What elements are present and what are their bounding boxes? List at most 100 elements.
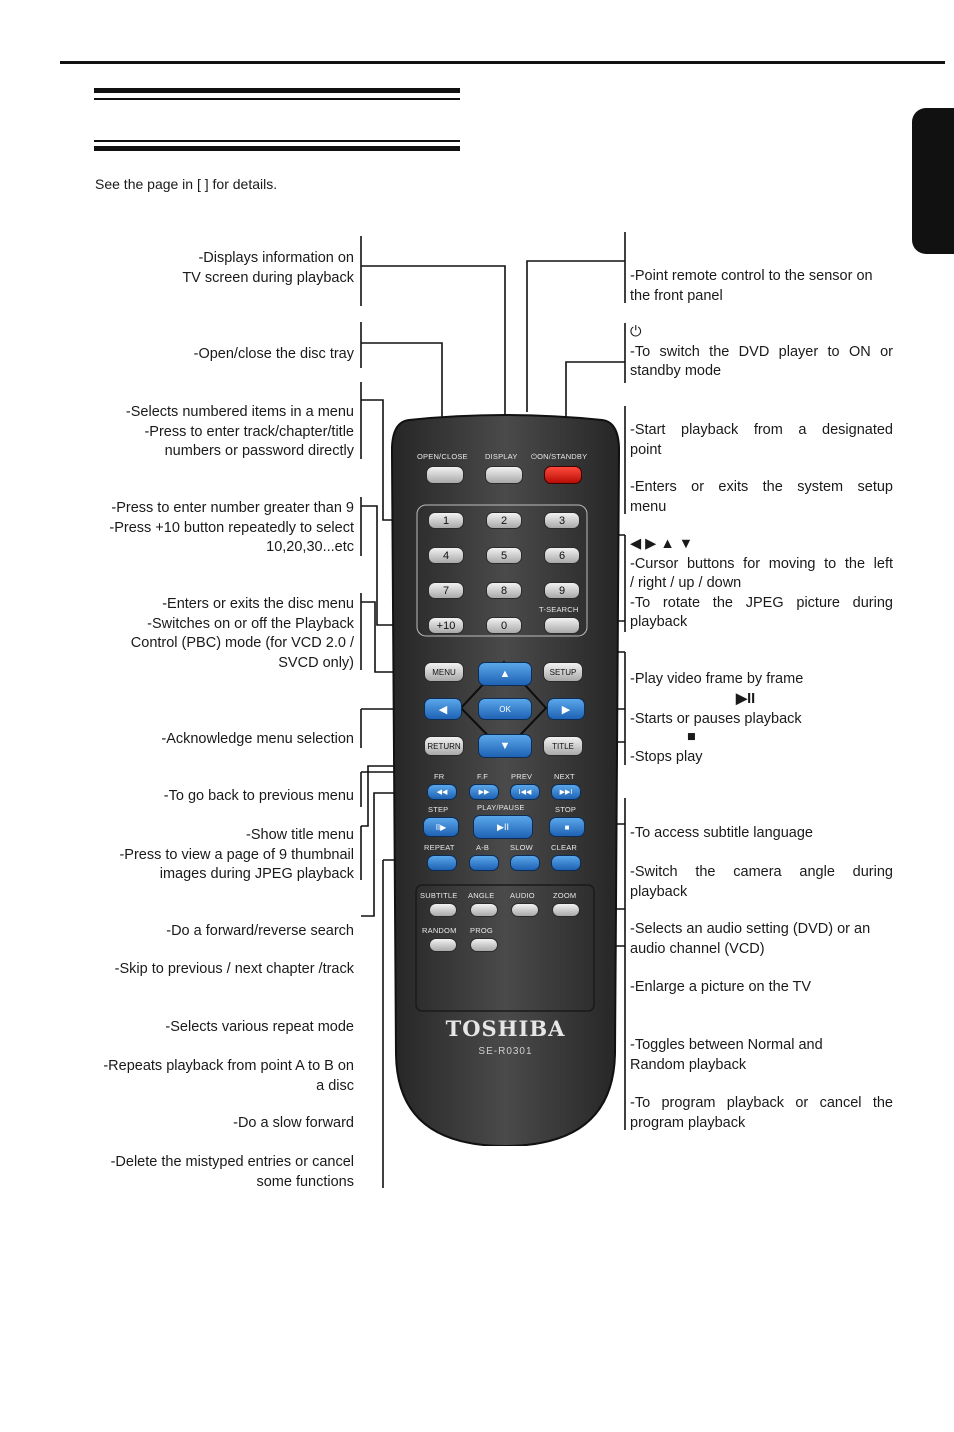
label-plus10: -Press to enter number greater than 9-Pr… [109, 500, 354, 555]
cursor-arrows-icon: ◀ ▶ ▲ ▼ [630, 536, 694, 552]
random-button[interactable] [429, 938, 457, 952]
prev-button[interactable]: I◀◀ [510, 784, 540, 800]
digit-9-button[interactable]: 9 [544, 582, 580, 599]
clear-label: CLEAR [551, 843, 578, 852]
label-repeat: -Selects various repeat mode [165, 1019, 354, 1035]
standby-button[interactable] [544, 466, 582, 484]
subtitle-label: SUBTITLE [420, 891, 458, 900]
ff-label: F.F [477, 772, 489, 781]
angle-button[interactable] [470, 903, 498, 917]
power-icon: ⏻ [630, 324, 642, 340]
label-zoom: -Enlarge a picture on the TV [630, 979, 812, 995]
open-close-button[interactable] [426, 466, 464, 484]
title-rule-bottom [94, 146, 460, 151]
menu-button[interactable]: MENU [424, 662, 464, 682]
digit-3-button[interactable]: 3 [544, 512, 580, 529]
up-arrow-button[interactable]: ▲ [478, 662, 532, 686]
stop-label: STOP [555, 805, 577, 814]
tsearch-label: T-SEARCH [539, 605, 579, 614]
title-rule-bottom-thin [94, 140, 460, 142]
left-arrow-button[interactable]: ◀ [424, 698, 462, 720]
step-button[interactable]: II▶ [423, 817, 459, 837]
label-return: -To go back to previous menu [163, 788, 354, 804]
prog-label: PROG [470, 926, 493, 935]
label-number-buttons: -Selects numbered items in a menu-Press … [125, 404, 354, 459]
down-arrow-button[interactable]: ▼ [478, 734, 532, 758]
title-rule-top [94, 88, 460, 93]
label-prev-next: -Skip to previous / next chapter /track [114, 961, 354, 977]
zoom-label: ZOOM [553, 891, 577, 900]
digit-0-button[interactable]: 0 [486, 617, 522, 634]
prog-button[interactable] [470, 938, 498, 952]
prev-label: PREV [511, 772, 533, 781]
return-button[interactable]: RETURN [424, 736, 464, 756]
digit-4-button[interactable]: 4 [428, 547, 464, 564]
slow-button[interactable] [510, 855, 540, 871]
ok-button[interactable]: OK [478, 698, 532, 720]
title-button[interactable]: TITLE [543, 736, 583, 756]
open-close-label: OPEN/CLOSE [417, 452, 468, 461]
angle-label: ANGLE [468, 891, 495, 900]
next-label: NEXT [554, 772, 575, 781]
ab-button[interactable] [469, 855, 499, 871]
title-rule-top-thin [94, 98, 460, 100]
play-pause-label: PLAY/PAUSE [477, 803, 525, 812]
label-subtitle: -To access subtitle language [630, 825, 813, 841]
slow-label: SLOW [510, 843, 533, 852]
play-pause-button[interactable]: ▶II [473, 815, 533, 839]
digit-5-button[interactable]: 5 [486, 547, 522, 564]
ff-button[interactable]: ▶▶ [469, 784, 499, 800]
label-cursor: ◀ ▶ ▲ ▼ -Cursor buttons for moving to th… [630, 536, 893, 630]
next-button[interactable]: ▶▶I [551, 784, 581, 800]
zoom-button[interactable] [552, 903, 580, 917]
fr-label: FR [434, 772, 445, 781]
plus10-button[interactable]: +10 [428, 617, 464, 634]
clear-button[interactable] [551, 855, 581, 871]
audio-label: AUDIO [510, 891, 535, 900]
label-menu: -Enters or exits the disc menu-Switches … [130, 596, 354, 671]
fr-button[interactable]: ◀◀ [427, 784, 457, 800]
label-playpause: ▶II -Starts or pauses playback [630, 690, 893, 729]
random-label: RANDOM [422, 926, 457, 935]
digit-2-button[interactable]: 2 [486, 512, 522, 529]
label-slow: -Do a slow forward [233, 1115, 354, 1131]
right-arrow-button[interactable]: ▶ [547, 698, 585, 720]
stop-icon: ■ [687, 729, 696, 745]
label-title: -Show title menu-Press to view a page of… [119, 827, 354, 882]
ab-label: A-B [476, 843, 490, 852]
display-label: DISPLAY [485, 452, 518, 461]
audio-button[interactable] [511, 903, 539, 917]
repeat-button[interactable] [427, 855, 457, 871]
repeat-label: REPEAT [424, 843, 455, 852]
model-number: SE-R0301 [478, 1046, 533, 1057]
language-side-tab [912, 108, 954, 254]
label-open-close: -Open/close the disc tray [193, 346, 354, 362]
remote-control: OPEN/CLOSE DISPLAY ⏻ON/STANDBY 1 2 3 4 5… [391, 414, 620, 1146]
stop-button[interactable]: ■ [549, 817, 585, 837]
top-rule [60, 61, 945, 64]
brand-logo: TOSHIBA [445, 1016, 566, 1041]
setup-button[interactable]: SETUP [543, 662, 583, 682]
digit-7-button[interactable]: 7 [428, 582, 464, 599]
step-label: STEP [428, 805, 449, 814]
label-fr-ff: -Do a forward/reverse search [166, 923, 354, 939]
digit-1-button[interactable]: 1 [428, 512, 464, 529]
tsearch-button[interactable] [544, 617, 580, 634]
subtitle-button[interactable] [429, 903, 457, 917]
label-ok: -Acknowledge menu selection [161, 731, 354, 747]
digit-8-button[interactable]: 8 [486, 582, 522, 599]
play-pause-icon: ▶II [736, 691, 756, 707]
display-button[interactable] [485, 466, 523, 484]
digit-6-button[interactable]: 6 [544, 547, 580, 564]
label-step: -Play video frame by frame [630, 671, 804, 687]
